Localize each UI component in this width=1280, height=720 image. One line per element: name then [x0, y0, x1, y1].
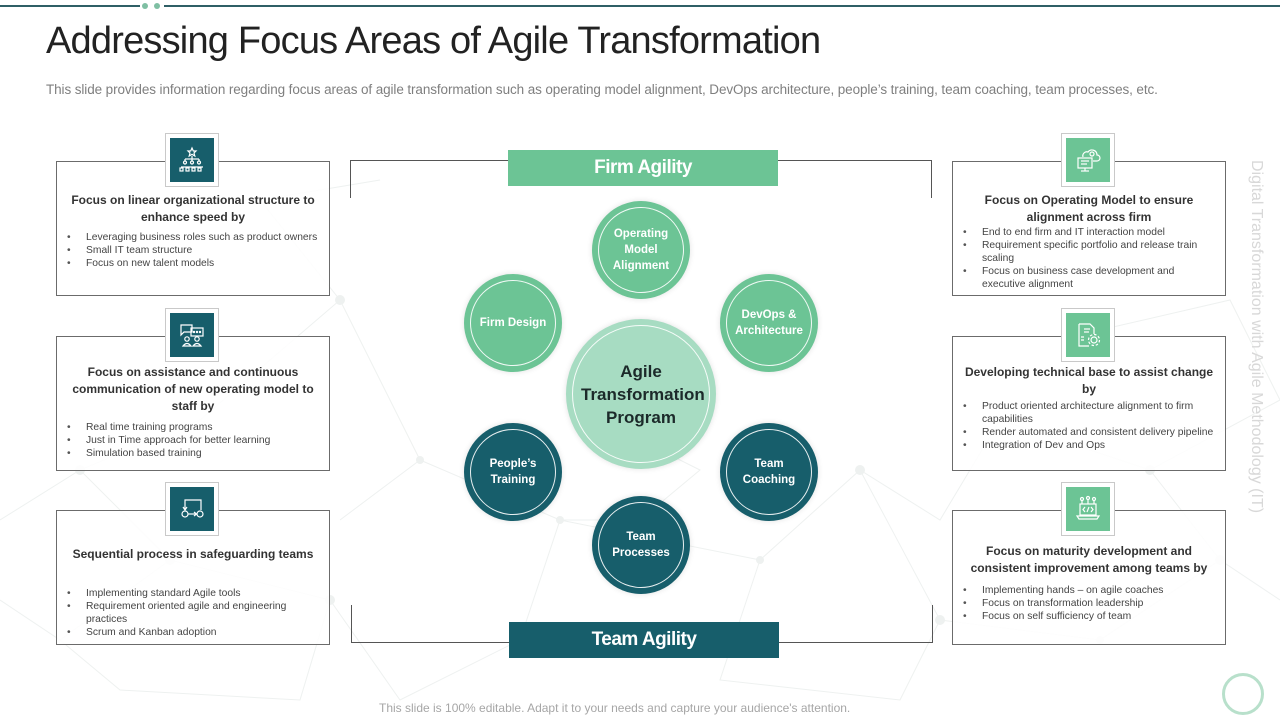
top-line-gap — [140, 3, 164, 9]
node-label: DevOps & Architecture — [735, 309, 803, 337]
cloud-computer-icon — [1077, 149, 1101, 172]
bullet-item: Implementing hands – on agile coaches — [963, 584, 1215, 597]
center-agile-transformation-program: Agile Transformation Program — [566, 319, 716, 469]
top-accent-line — [0, 3, 1280, 9]
bullet-item: Real time training programs — [67, 421, 319, 434]
side-label-text: Digital Transformation with Agile Method… — [1248, 160, 1265, 514]
node-label: Operating Model Alignment — [612, 228, 670, 272]
code-laptop-icon-box — [1061, 482, 1115, 536]
org-chart-icon-box — [165, 133, 219, 187]
bullet-item: Small IT team structure — [67, 244, 319, 257]
center-label: Agile Transformation Program — [581, 361, 705, 427]
card-title: Developing technical base to assist chan… — [964, 365, 1214, 396]
process-flow-icon-box — [165, 482, 219, 536]
node-operating-model-alignment: Operating Model Alignment — [592, 201, 690, 299]
communication-icon — [180, 324, 204, 347]
bullet-item: Implementing standard Agile tools — [67, 587, 319, 600]
document-gear-icon — [1078, 323, 1101, 347]
card-title: Focus on assistance and continuous commu… — [72, 365, 314, 413]
card-bullets: Product oriented architecture alignment … — [963, 400, 1215, 452]
page-title: Addressing Focus Areas of Agile Transfor… — [46, 20, 821, 62]
top-line-dot — [154, 3, 160, 9]
node-label: People’s Training — [489, 458, 537, 486]
bullet-item: Scrum and Kanban adoption — [67, 626, 319, 639]
bullet-item: Product oriented architecture alignment … — [963, 400, 1215, 426]
bullet-item: End to end firm and IT interaction model — [963, 226, 1215, 239]
bullet-item: Focus on self sufficiency of team — [963, 610, 1215, 623]
node-firm-design: Firm Design — [464, 274, 562, 372]
node-team-processes: Team Processes — [592, 496, 690, 594]
node-label: Team Processes — [612, 531, 670, 559]
card-bullets: Implementing standard Agile tools Requir… — [67, 587, 319, 639]
node-label: Firm Design — [479, 317, 547, 329]
bullet-item: Just in Time approach for better learnin… — [67, 434, 319, 447]
bullet-item: Render automated and consistent delivery… — [963, 426, 1215, 439]
bullet-item: Focus on business case development and e… — [963, 265, 1215, 291]
card-bullets: Implementing hands – on agile coaches Fo… — [963, 584, 1215, 623]
corner-ring-decoration — [1222, 673, 1264, 715]
code-laptop-icon — [1075, 495, 1101, 520]
process-flow-icon — [181, 499, 204, 518]
node-devops-architecture: DevOps & Architecture — [720, 274, 818, 372]
bullet-item: Focus on transformation leadership — [963, 597, 1215, 610]
card-title: Sequential process in safeguarding teams — [72, 547, 314, 561]
footer-note: This slide is 100% editable. Adapt it to… — [379, 701, 851, 715]
card-bullets: Real time training programs Just in Time… — [67, 421, 319, 460]
node-label: Team Coaching — [742, 458, 796, 486]
bullet-item: Leveraging business roles such as produc… — [67, 231, 319, 244]
bullet-item: Requirement specific portfolio and relea… — [963, 239, 1215, 265]
org-chart-icon — [179, 146, 203, 172]
bullet-item: Integration of Dev and Ops — [963, 439, 1215, 452]
bullet-item: Focus on new talent models — [67, 257, 319, 270]
communication-icon-box — [165, 308, 219, 362]
side-vertical-label: Digital Transformation with Agile Method… — [1243, 160, 1273, 550]
firm-agility-banner: Firm Agility — [508, 150, 778, 186]
document-gear-icon-box — [1061, 308, 1115, 362]
card-title: Focus on linear organizational structure… — [71, 193, 315, 224]
top-line-dot — [142, 3, 148, 9]
bullet-item: Requirement oriented agile and engineeri… — [67, 600, 319, 626]
cloud-computer-icon-box — [1061, 133, 1115, 187]
card-bullets: End to end firm and IT interaction model… — [963, 226, 1215, 291]
card-title: Focus on maturity development and consis… — [970, 544, 1208, 575]
node-peoples-training: People’s Training — [464, 423, 562, 521]
node-team-coaching: Team Coaching — [720, 423, 818, 521]
page-subtitle: This slide provides information regardin… — [46, 82, 1158, 97]
card-bullets: Leveraging business roles such as produc… — [67, 231, 319, 270]
team-agility-banner: Team Agility — [509, 622, 779, 658]
bullet-item: Simulation based training — [67, 447, 319, 460]
card-title: Focus on Operating Model to ensure align… — [984, 193, 1194, 224]
